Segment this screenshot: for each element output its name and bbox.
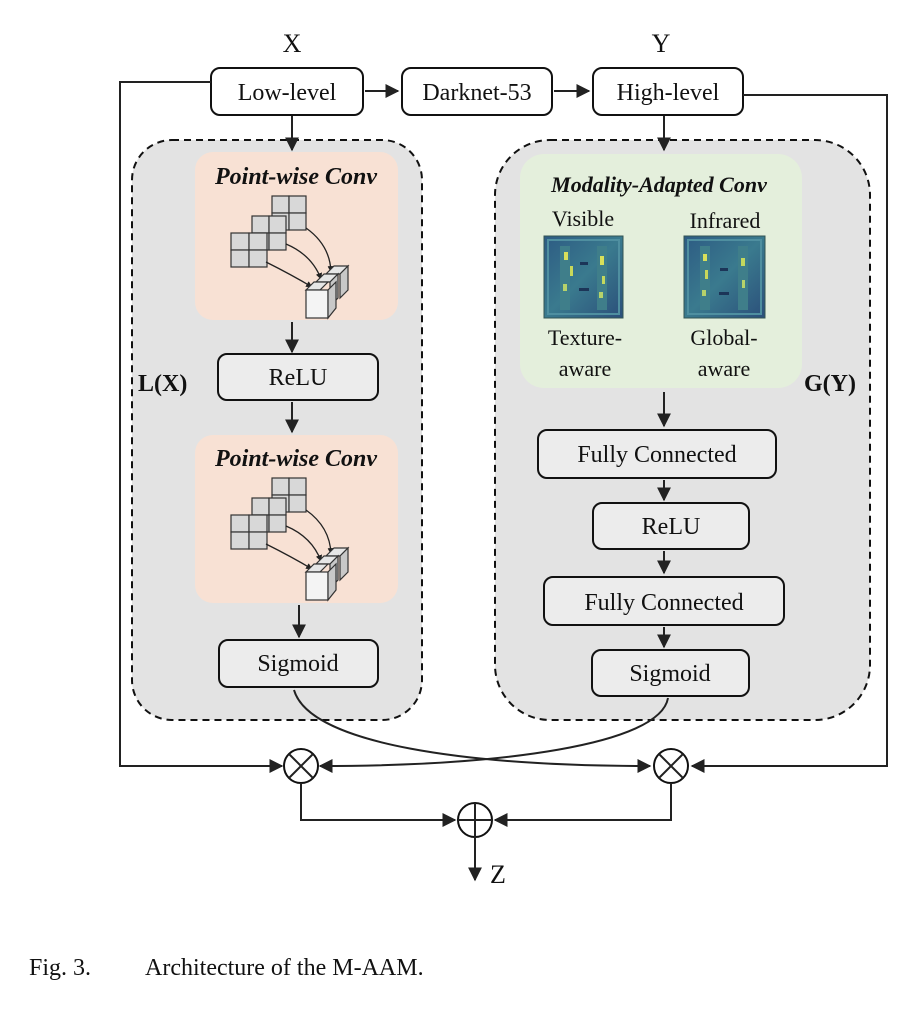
pointwise-conv-block-2: Point-wise Conv	[195, 435, 398, 603]
visible-heatmap-image	[543, 235, 624, 319]
texture-aware-label-line1: Texture-	[548, 325, 622, 350]
figure-caption: Architecture of the M-AAM.	[145, 955, 424, 981]
high-level-label: High-level	[617, 80, 720, 106]
right-multiply-operator	[653, 748, 689, 784]
low-level-box: Low-level	[210, 67, 364, 116]
right-sigmoid-box: Sigmoid	[591, 649, 750, 697]
add-operator	[457, 802, 493, 838]
high-level-box: High-level	[592, 67, 744, 116]
darknet-box: Darknet-53	[401, 67, 553, 116]
figure-number: Fig. 3.	[29, 955, 91, 981]
darknet-label: Darknet-53	[422, 80, 531, 106]
global-aware-label-line1: Global-	[690, 325, 757, 350]
right-fc2-box: Fully Connected	[543, 576, 785, 626]
pointwise-conv-title-1: Point-wise Conv	[214, 164, 377, 190]
right-multiply-to-add-line	[493, 783, 672, 827]
right-fc1-label: Fully Connected	[577, 442, 736, 468]
right-relu-box: ReLU	[592, 502, 750, 550]
right-branch-side-label: G(Y)	[804, 371, 856, 397]
right-fc1-box: Fully Connected	[537, 429, 777, 479]
right-sigmoid-label: Sigmoid	[629, 661, 710, 687]
high-level-skip-line	[690, 94, 888, 773]
pointwise-conv-block-1: Point-wise Conv	[195, 152, 398, 320]
y-input-label: Y	[652, 29, 671, 58]
right-sigmoid-to-left-multiply-curve	[318, 697, 669, 773]
global-aware-label-line2: aware	[698, 356, 751, 381]
left-multiply-to-add-line	[300, 783, 457, 827]
pointwise-conv-illustration-2	[230, 477, 350, 602]
low-level-label: Low-level	[238, 80, 337, 106]
right-relu-label: ReLU	[642, 514, 701, 540]
modality-adapted-conv-block: Modality-Adapted Conv Visible Infrared	[520, 154, 802, 388]
left-sigmoid-to-right-multiply-curve	[293, 689, 652, 773]
x-input-label: X	[283, 29, 302, 58]
left-relu-box: ReLU	[217, 353, 379, 401]
right-fc2-label: Fully Connected	[584, 590, 743, 616]
infrared-heatmap-image	[683, 235, 766, 319]
left-relu-label: ReLU	[269, 365, 328, 391]
infrared-label: Infrared	[690, 208, 761, 233]
pointwise-conv-title-2: Point-wise Conv	[214, 446, 377, 472]
left-sigmoid-box: Sigmoid	[218, 639, 379, 688]
left-sigmoid-label: Sigmoid	[257, 651, 338, 677]
z-output-label: Z	[490, 860, 506, 889]
left-branch-side-label: L(X)	[138, 371, 187, 397]
pointwise-conv-illustration-1	[230, 195, 350, 320]
visible-label: Visible	[552, 206, 614, 231]
low-level-skip-line	[119, 81, 284, 773]
left-multiply-operator	[283, 748, 319, 784]
modality-adapted-conv-title: Modality-Adapted Conv	[550, 172, 767, 197]
texture-aware-label-line2: aware	[559, 356, 612, 381]
